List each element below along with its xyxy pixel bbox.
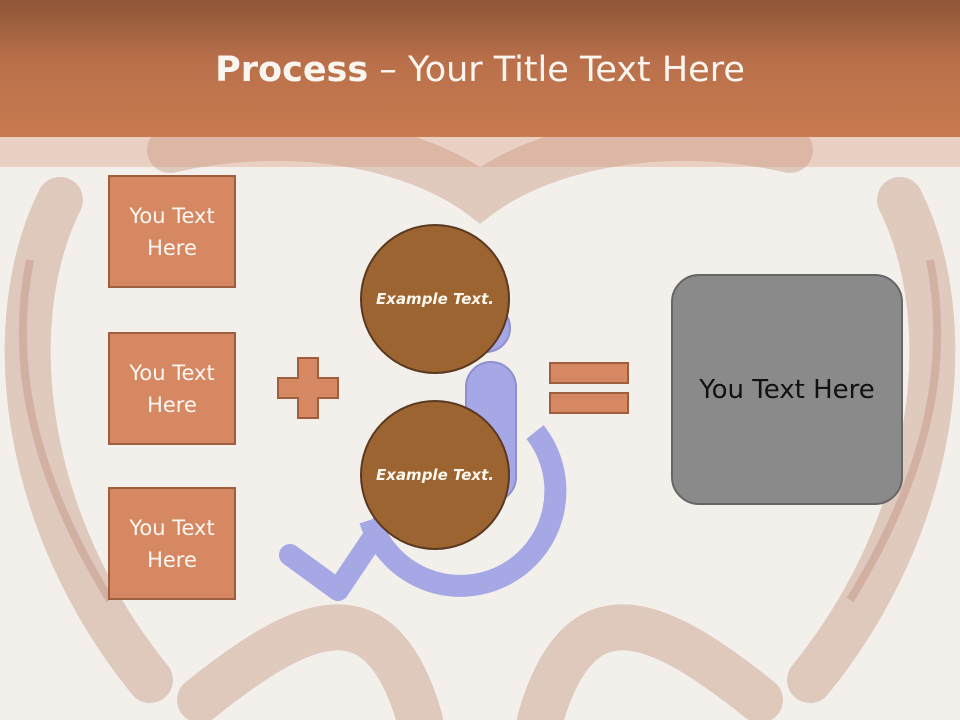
title-bar [0,0,960,137]
plus-icon [277,357,339,419]
equals-icon [549,362,629,414]
input-box-3: You Text Here [108,487,236,600]
result-box: You Text Here [671,274,903,505]
input-box-2: You Text Here [108,332,236,445]
example-circle-1: Example Text. [360,224,510,374]
page-title: Process – Your Title Text Here [0,50,960,90]
input-box-1: You Text Here [108,175,236,288]
title-band [0,137,960,167]
example-circle-2: Example Text. [360,400,510,550]
title-rest: – Your Title Text Here [368,50,745,90]
title-bold: Process [215,50,369,90]
